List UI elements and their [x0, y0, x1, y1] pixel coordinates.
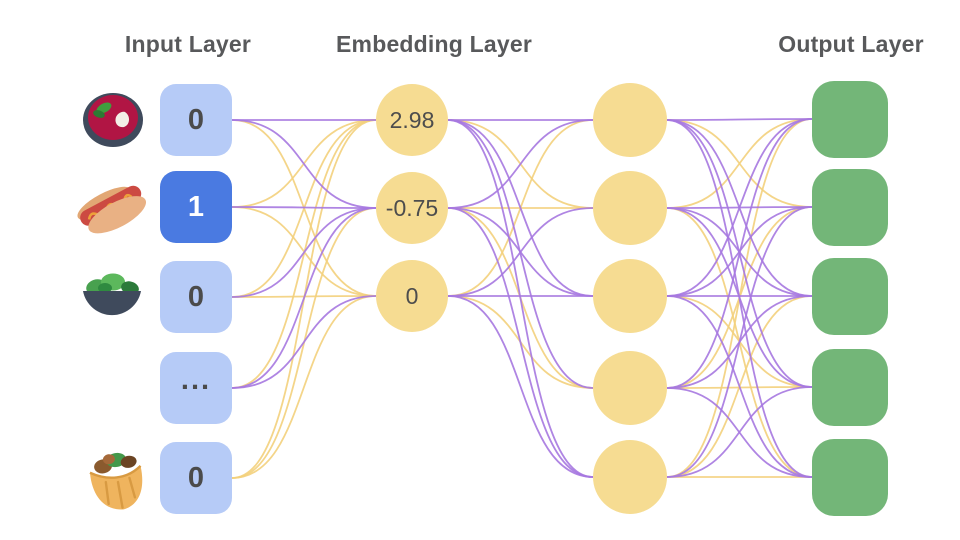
input-node-value: 0 [187, 280, 205, 313]
output-node-4 [812, 349, 888, 426]
output-node-1 [812, 81, 888, 158]
hotdog-icon [75, 171, 151, 247]
output-node-3 [812, 258, 888, 335]
output-node-5 [812, 439, 888, 516]
hidden-node-5 [593, 440, 667, 514]
salad-icon [78, 260, 146, 328]
input-node-ellipsis: ... [160, 352, 232, 424]
hidden-node-1 [593, 83, 667, 157]
hidden-node-4 [593, 351, 667, 425]
hidden-node-2 [593, 171, 667, 245]
input-node-value: ... [180, 363, 212, 396]
embedding-layer-title: Embedding Layer [336, 31, 532, 57]
input-node-value: 1 [187, 190, 205, 223]
embedding-value: 0 [405, 282, 419, 309]
output-layer-title: Output Layer [778, 31, 924, 57]
hidden-node-3 [593, 259, 667, 333]
borscht-icon [79, 86, 147, 154]
embedding-value: 2.98 [389, 106, 435, 133]
input-node-value: 0 [187, 461, 205, 494]
pita-icon [82, 442, 154, 518]
embedding-value: -0.75 [385, 194, 439, 221]
embedding-node-1: 2.98 [376, 84, 448, 156]
input-layer-title: Input Layer [124, 31, 252, 57]
embedding-node-2: -0.75 [376, 172, 448, 244]
input-node-borscht: 0 [160, 84, 232, 156]
embedding-node-3: 0 [376, 260, 448, 332]
input-node-salad: 0 [160, 261, 232, 333]
input-node-pita: 0 [160, 442, 232, 514]
input-node-value: 0 [187, 103, 205, 136]
output-node-2 [812, 169, 888, 246]
input-node-hotdog: 1 [160, 171, 232, 243]
